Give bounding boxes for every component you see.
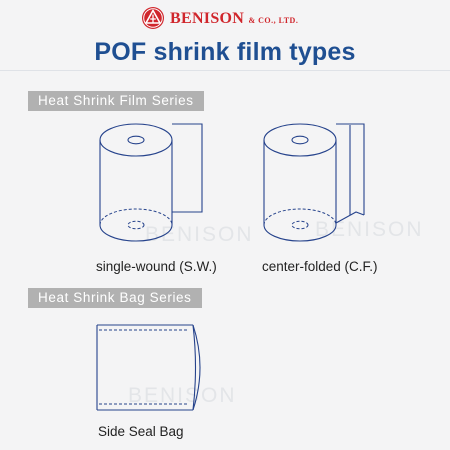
center-folded-roll-icon	[263, 123, 365, 242]
single-wound-roll-icon	[99, 123, 203, 242]
watermark: BENISON	[128, 384, 237, 407]
film-series-label: Heat Shrink Film Series	[28, 91, 204, 111]
side-seal-bag-caption: Side Seal Bag	[98, 424, 184, 439]
page-title: POF shrink film types	[94, 38, 356, 66]
bag-series-label: Heat Shrink Bag Series	[28, 288, 202, 308]
center-folded-caption: center-folded (C.F.)	[262, 259, 378, 274]
brand-name: BENISON & CO., LTD.	[170, 10, 298, 28]
single-wound-caption: single-wound (S.W.)	[96, 259, 217, 274]
brand-name-text: BENISON	[170, 10, 245, 27]
watermark: BENISON	[315, 218, 424, 241]
brand-header: BENISON & CO., LTD.	[0, 6, 450, 30]
header-divider	[0, 70, 450, 71]
benison-logo-icon	[142, 7, 164, 29]
brand-suffix: & CO., LTD.	[248, 16, 299, 25]
side-seal-bag-icon	[96, 324, 201, 411]
